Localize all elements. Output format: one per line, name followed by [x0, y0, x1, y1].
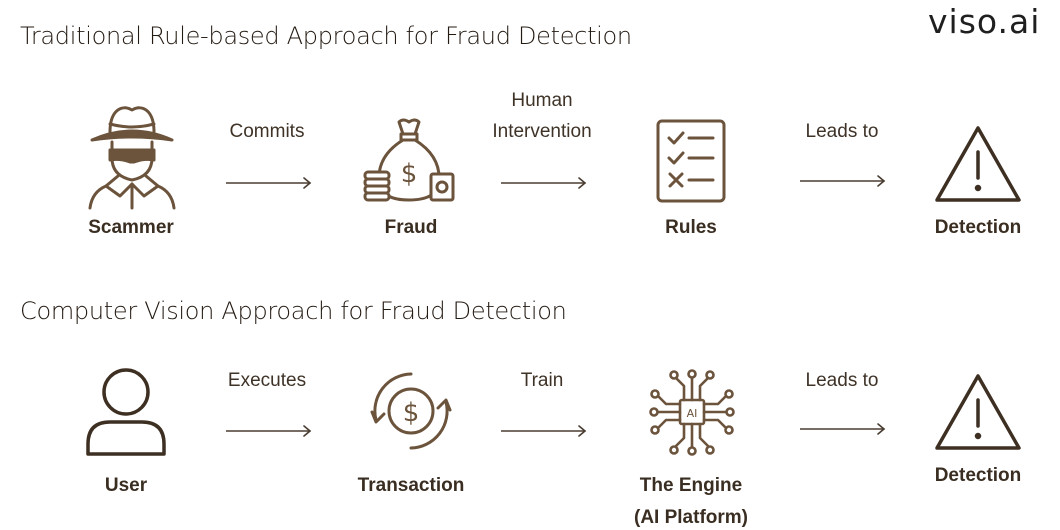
- warning-triangle-icon: [934, 372, 1022, 452]
- arrow-label-line2: Intervention: [492, 121, 592, 142]
- arrow-train: [500, 424, 587, 442]
- warning-triangle-icon: [934, 124, 1022, 204]
- node-label-engine-sub: (AI Platform): [634, 507, 748, 528]
- arrow-commits: [225, 176, 312, 194]
- arrow-label-executes: Executes: [227, 370, 307, 391]
- arrow-label-train: Train: [520, 370, 564, 391]
- svg-text:$: $: [403, 398, 420, 428]
- node-label-fraud: Fraud: [384, 217, 438, 238]
- svg-text:$: $: [401, 159, 418, 189]
- viso-logo: viso.ai: [928, 2, 1041, 41]
- node-label-engine: The Engine: [639, 475, 743, 496]
- checklist-icon: [655, 118, 727, 204]
- arrow-label-commits: Commits: [229, 121, 305, 142]
- node-label-detection: Detection: [934, 217, 1022, 238]
- user-icon: [84, 366, 168, 458]
- node-label-scammer: Scammer: [88, 217, 174, 238]
- arrow-executes: [225, 424, 312, 442]
- arrow-leads-to-2: [799, 422, 886, 440]
- node-label-rules: Rules: [665, 217, 717, 238]
- scammer-icon: [82, 100, 182, 210]
- section-title-traditional: Traditional Rule-based Approach for Frau…: [20, 22, 632, 50]
- node-label-detection-2: Detection: [934, 465, 1022, 486]
- node-label-user: User: [104, 475, 148, 496]
- arrow-label-line1: Human: [511, 90, 573, 111]
- svg-text:AI: AI: [687, 407, 698, 420]
- section-title-computer-vision: Computer Vision Approach for Fraud Detec…: [20, 297, 567, 325]
- node-label-transaction: Transaction: [357, 475, 465, 496]
- arrow-label-leads-to-2: Leads to: [805, 370, 879, 391]
- arrow-human-intervention: [500, 176, 587, 194]
- ai-chip-icon: AI: [646, 366, 738, 460]
- money-bag-icon: $: [361, 116, 457, 206]
- arrow-leads-to: [799, 174, 886, 192]
- arrow-label-leads-to: Leads to: [805, 121, 879, 142]
- transaction-icon: $: [368, 368, 454, 454]
- arrow-label-human-intervention: Human Intervention: [462, 85, 622, 147]
